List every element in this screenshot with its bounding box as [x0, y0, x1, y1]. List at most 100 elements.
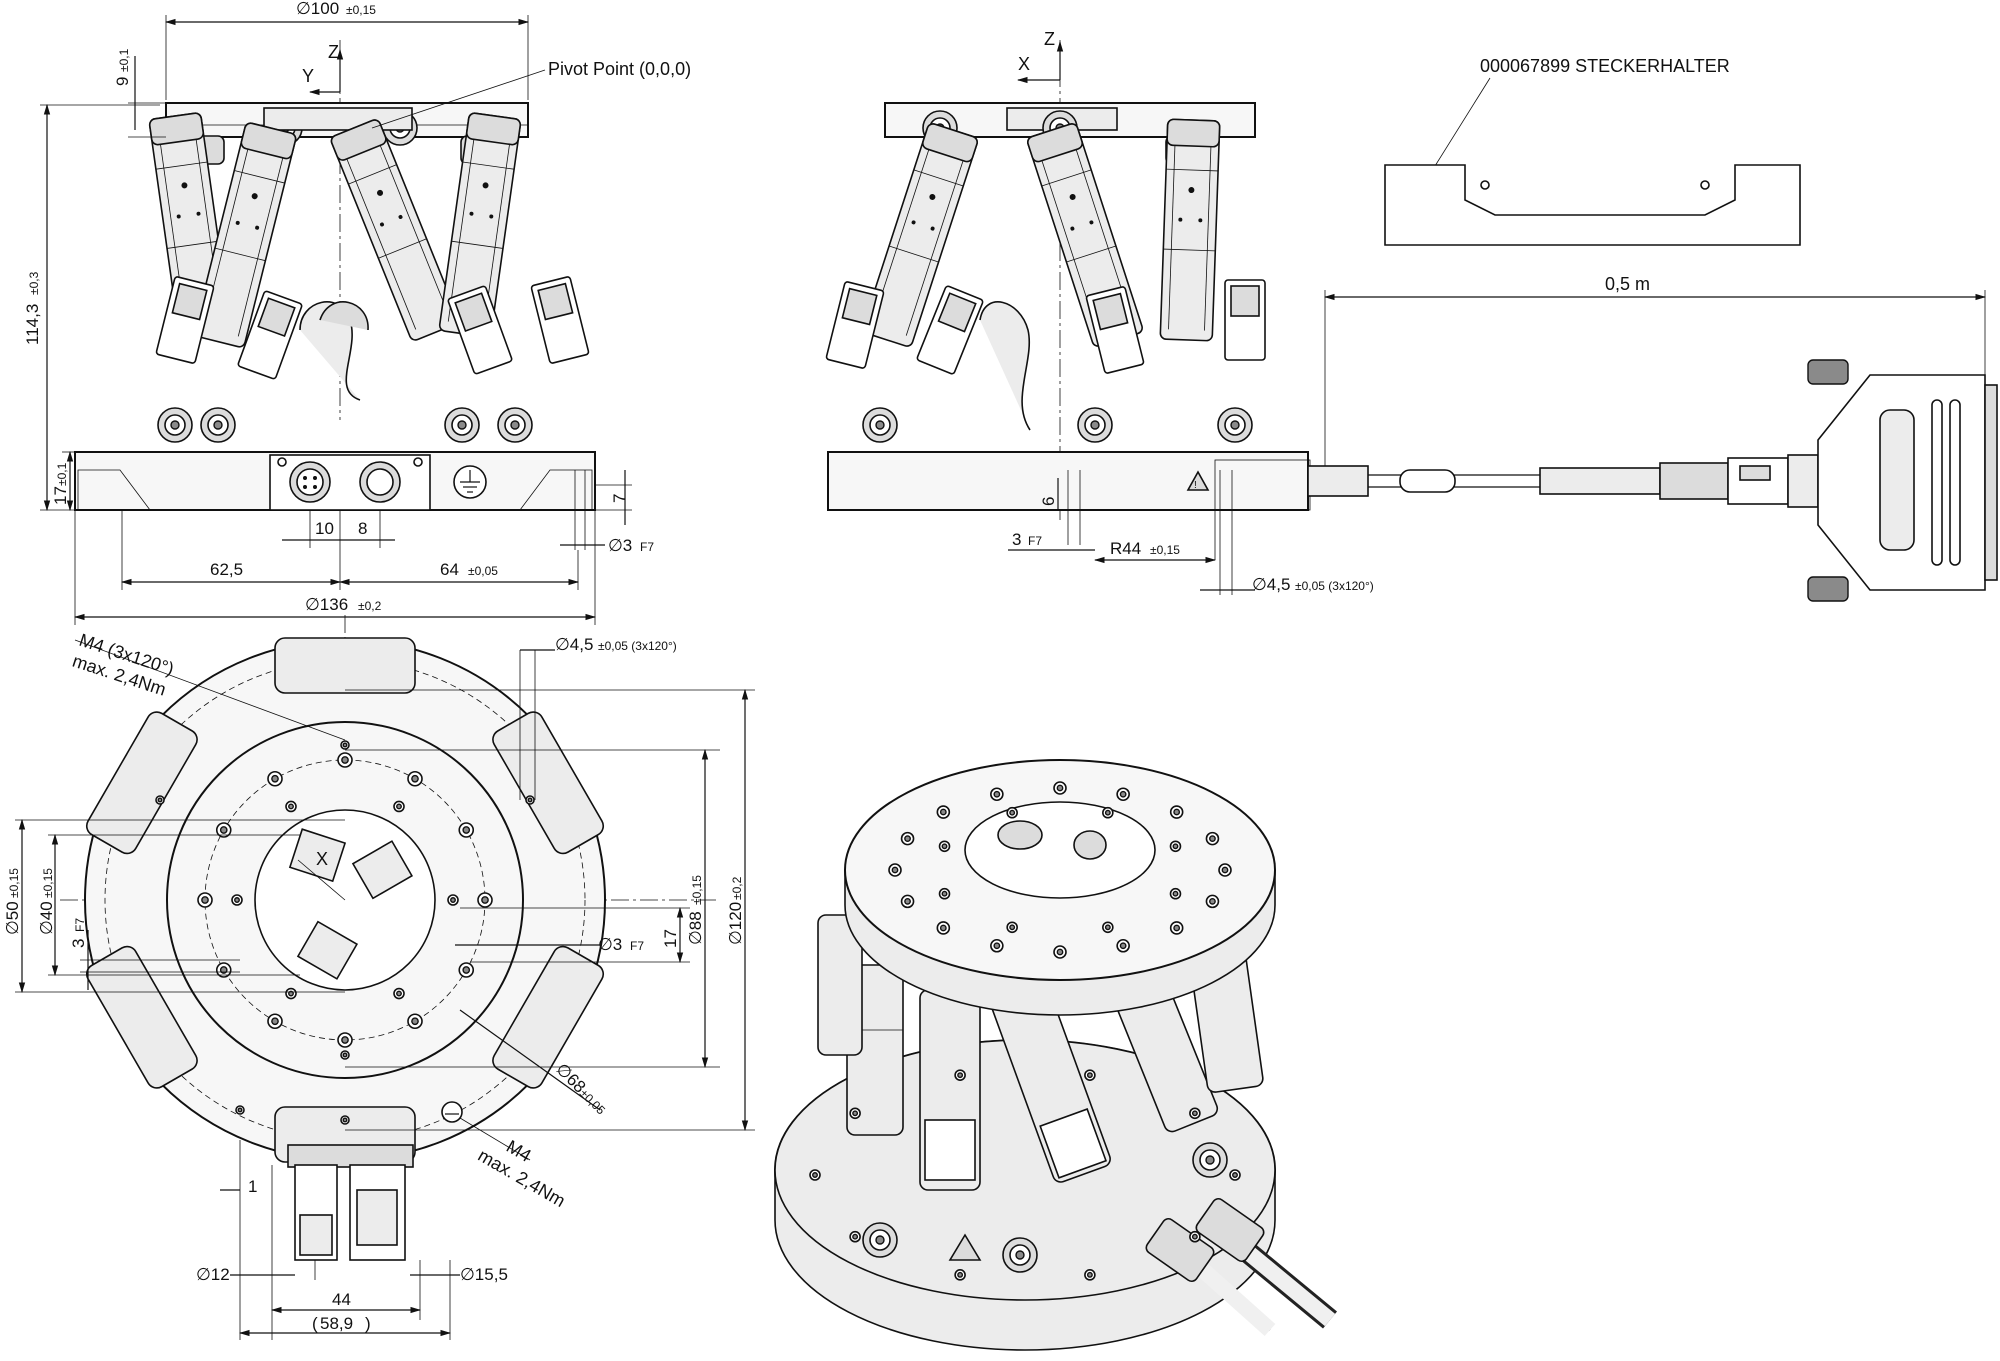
ground-symbol-icon-top [441, 1101, 463, 1123]
mount-hole-thread [1172, 843, 1179, 850]
ground-symbol-icon [453, 465, 487, 499]
mount-hole-thread [1086, 1072, 1093, 1079]
round-connector-icon [289, 461, 331, 503]
dim-top-pin-fit: F7 [630, 939, 644, 953]
dim-side-7: 7 [610, 494, 629, 503]
dim-cable-length: 0,5 m [1605, 274, 1650, 294]
mount-hole-thread [1209, 835, 1216, 843]
mount-hole-thread [993, 790, 1001, 798]
dim-pin-hole-fit: F7 [640, 540, 654, 554]
mount-hole-thread [904, 897, 911, 905]
dim-top-pin: ∅3 [598, 935, 622, 954]
dim-base-height: 17 [51, 486, 70, 505]
dim-left-offset: 62,5 [210, 560, 243, 579]
side-view: ! Z X [825, 29, 1998, 602]
axis-x-label-side: X [1018, 54, 1030, 74]
top-view: X M4 (3x120°) max. 2,4Nm ∅4,5 ±0,05 (3x1… [3, 615, 755, 1340]
dim-d88-tol: ±0,15 [690, 875, 704, 905]
dim-radius-tol: ±0,15 [1150, 543, 1180, 557]
mount-hole-thread [1009, 924, 1016, 931]
part-number-label: 000067899 STECKERHALTER [1480, 56, 1730, 76]
dim-height-tol: ±0,3 [27, 271, 41, 295]
mount-hole-thread [1086, 1271, 1093, 1278]
warning-triangle-icon: ! [1186, 470, 1210, 491]
dim-d68-tol: ±0,05 [577, 1086, 608, 1117]
dim-conn-10: 10 [315, 519, 334, 538]
dim-pin-hole: ∅3 [608, 536, 632, 555]
dim-width-58-9-paren-open: ( [312, 1314, 318, 1333]
mount-hole-thread [1119, 790, 1127, 798]
mount-hole-thread [342, 742, 348, 748]
axis-z-label: Z [328, 42, 339, 62]
mount-hole-thread [904, 835, 911, 843]
dim-side-3-fit: F7 [1028, 534, 1042, 548]
mount-hole-thread [1191, 1233, 1198, 1240]
dim-mount-hole-top-tol: ±0,05 (3x120°) [598, 639, 677, 653]
dim-top-diameter-tol: ±0,15 [346, 3, 376, 17]
dim-d88: ∅88 [686, 911, 705, 945]
mount-hole-thread [411, 1017, 419, 1026]
dim-mount-hole-side: ∅4,5 [1252, 575, 1290, 594]
dim-base-diameter-tol: ±0,2 [358, 599, 382, 613]
mount-hole-thread [271, 1017, 279, 1026]
mount-hole-thread [957, 1072, 964, 1079]
plug-connector-icon [359, 461, 401, 503]
mount-hole-thread [527, 797, 533, 803]
mount-hole-thread [219, 966, 228, 974]
mount-hole-thread [234, 897, 240, 903]
dim-right-offset-tol: ±0,05 [468, 564, 498, 578]
mount-hole-thread [993, 942, 1001, 950]
mount-hole-thread [941, 890, 948, 897]
mount-hole-thread [1209, 897, 1216, 905]
dim-d40-tol: ±0,15 [41, 868, 55, 898]
dim-d50: ∅50 [3, 901, 22, 935]
mount-hole-thread [342, 1117, 348, 1123]
dim-width-58-9: 58,9 [320, 1314, 353, 1333]
dim-d50-tol: ±0,15 [7, 868, 21, 898]
dim-mount-hole-top: ∅4,5 [555, 635, 593, 654]
dim-mount-hole-side-tol: ±0,05 (3x120°) [1295, 579, 1374, 593]
dim-d12: ∅12 [196, 1265, 230, 1284]
dim-top-17: 17 [661, 929, 680, 948]
mount-hole-thread [939, 808, 947, 816]
axis-triad-front: Z Y [302, 42, 344, 96]
mount-hole-thread [891, 866, 899, 874]
mount-hole-thread [957, 1271, 964, 1278]
mount-hole-thread [812, 1172, 818, 1178]
mount-hole-thread [1191, 1110, 1198, 1117]
mount-hole-thread [450, 897, 456, 903]
axis-triad-side: Z X [1016, 29, 1064, 84]
axis-z-label-side: Z [1044, 29, 1055, 49]
mount-hole-thread [1119, 942, 1127, 950]
dim-plate-thickness: 9 [113, 77, 132, 86]
dim-base-diameter: ∅136 [305, 595, 348, 614]
warning-triangle-iso-icon [948, 1233, 982, 1261]
dim-width-44: 44 [332, 1290, 351, 1309]
mount-hole-thread [462, 826, 471, 834]
mount-hole-thread [411, 774, 419, 783]
mount-hole-thread [941, 843, 948, 850]
dim-d120-tol: ±0,2 [730, 876, 744, 900]
mount-hole-thread [341, 756, 349, 764]
mount-hole-thread [341, 1036, 349, 1044]
svg-text:!: ! [1194, 480, 1197, 491]
dim-top-3-fit: F7 [73, 918, 87, 932]
connector-holder-part: 000067899 STECKERHALTER [1384, 56, 1801, 246]
mount-hole-thread [201, 896, 209, 904]
dim-d40: ∅40 [37, 901, 56, 935]
dim-width-58-9-paren-close: ) [365, 1314, 371, 1333]
mount-hole-thread [1009, 809, 1016, 816]
mount-hole-thread [396, 803, 402, 810]
dim-top-3: 3 [69, 939, 88, 948]
mount-hole-thread [157, 797, 163, 803]
dim-right-offset: 64 [440, 560, 459, 579]
mount-hole-thread [1173, 924, 1181, 932]
dim-base-height-tol: ±0,1 [55, 462, 69, 486]
mount-hole-thread [396, 990, 402, 997]
dim-d15-5: ∅15,5 [460, 1265, 508, 1284]
mount-hole-thread [939, 924, 947, 932]
isometric-view [774, 759, 1338, 1351]
mount-hole-thread [1056, 948, 1064, 956]
iso-hole-pattern [809, 781, 1241, 1281]
